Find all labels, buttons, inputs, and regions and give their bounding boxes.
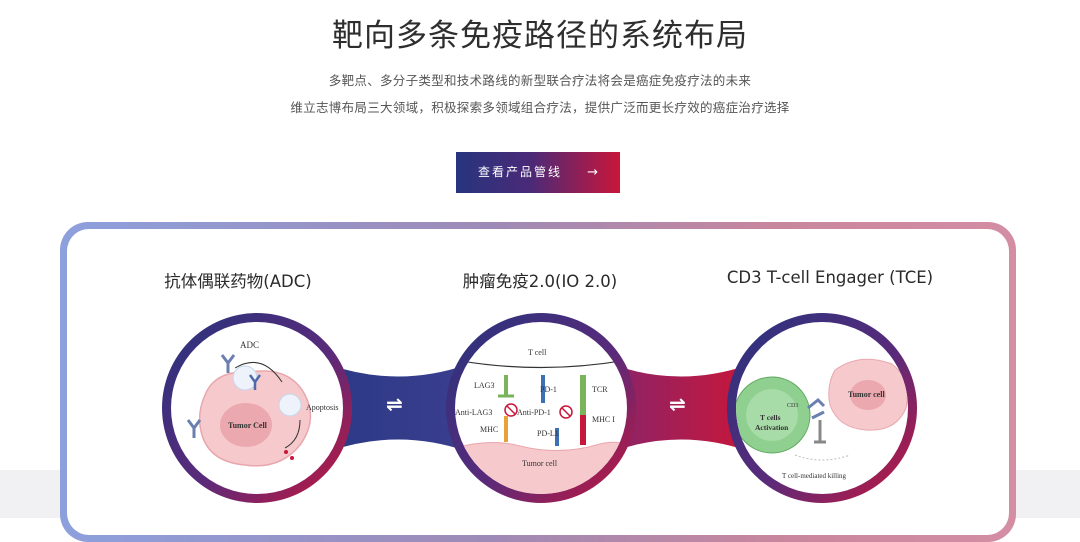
label-lag3: LAG3 <box>474 381 494 390</box>
swap-arrows-icon-right: ⇌ <box>669 392 686 416</box>
view-pipeline-label: 查看产品管线 <box>478 165 563 179</box>
adc-circle: ADC Tumor Cell Apoptosis <box>162 313 352 503</box>
bridge-right <box>614 365 748 451</box>
pathway-diagram: ADC Tumor Cell Apoptosis T cell LAG3 Ant… <box>162 313 917 503</box>
label-pdl1: PD-L1 <box>537 429 559 438</box>
view-pipeline-button[interactable]: 查看产品管线 → <box>456 152 620 193</box>
label-pd1: PD-1 <box>540 385 557 394</box>
label-t-cell: T cell <box>528 348 547 357</box>
tce-circle: CD3 T cells Activation Tumor cell T cell… <box>727 313 917 503</box>
label-mhc1: MHC I <box>592 415 615 424</box>
column-title-io: 肿瘤免疫2.0(IO 2.0) <box>462 272 618 291</box>
swap-arrows-icon-left: ⇌ <box>386 392 403 416</box>
label-activation: Activation <box>755 423 789 432</box>
label-tumor-cell-tce: Tumor cell <box>848 390 885 399</box>
page-title: 靶向多条免疫路径的系统布局 <box>332 18 748 54</box>
subtitle-line-2: 维立志博布局三大领域，积极探索多领域组合疗法，提供广泛而更长疗效的癌症治疗选择 <box>290 100 790 115</box>
label-t-cells: T cells <box>760 413 781 422</box>
column-title-adc: 抗体偶联药物(ADC) <box>164 272 312 291</box>
io-circle: T cell LAG3 Anti-LAG3 MHC PD-1 Anti-PD-1… <box>446 313 636 503</box>
label-apoptosis: Apoptosis <box>306 403 338 412</box>
subtitle-line-1: 多靶点、多分子类型和技术路线的新型联合疗法将会是癌症免疫疗法的未来 <box>328 73 752 88</box>
label-tumor-cell-adc: Tumor Cell <box>228 421 268 430</box>
arrow-right-icon: → <box>587 165 600 180</box>
label-cd3: CD3 <box>787 403 798 409</box>
label-tumor-cell-io: Tumor cell <box>522 459 558 468</box>
label-anti-pd1: Anti-PD-1 <box>517 408 551 417</box>
bridge-left <box>330 365 466 451</box>
column-title-tce: CD3 T-cell Engager (TCE) <box>726 268 934 287</box>
label-adc: ADC <box>240 340 259 350</box>
label-anti-lag3: Anti-LAG3 <box>455 408 492 417</box>
label-tcr: TCR <box>592 385 608 394</box>
label-mhc: MHC <box>480 425 498 434</box>
label-killing: T cell-mediated killing <box>782 472 847 480</box>
